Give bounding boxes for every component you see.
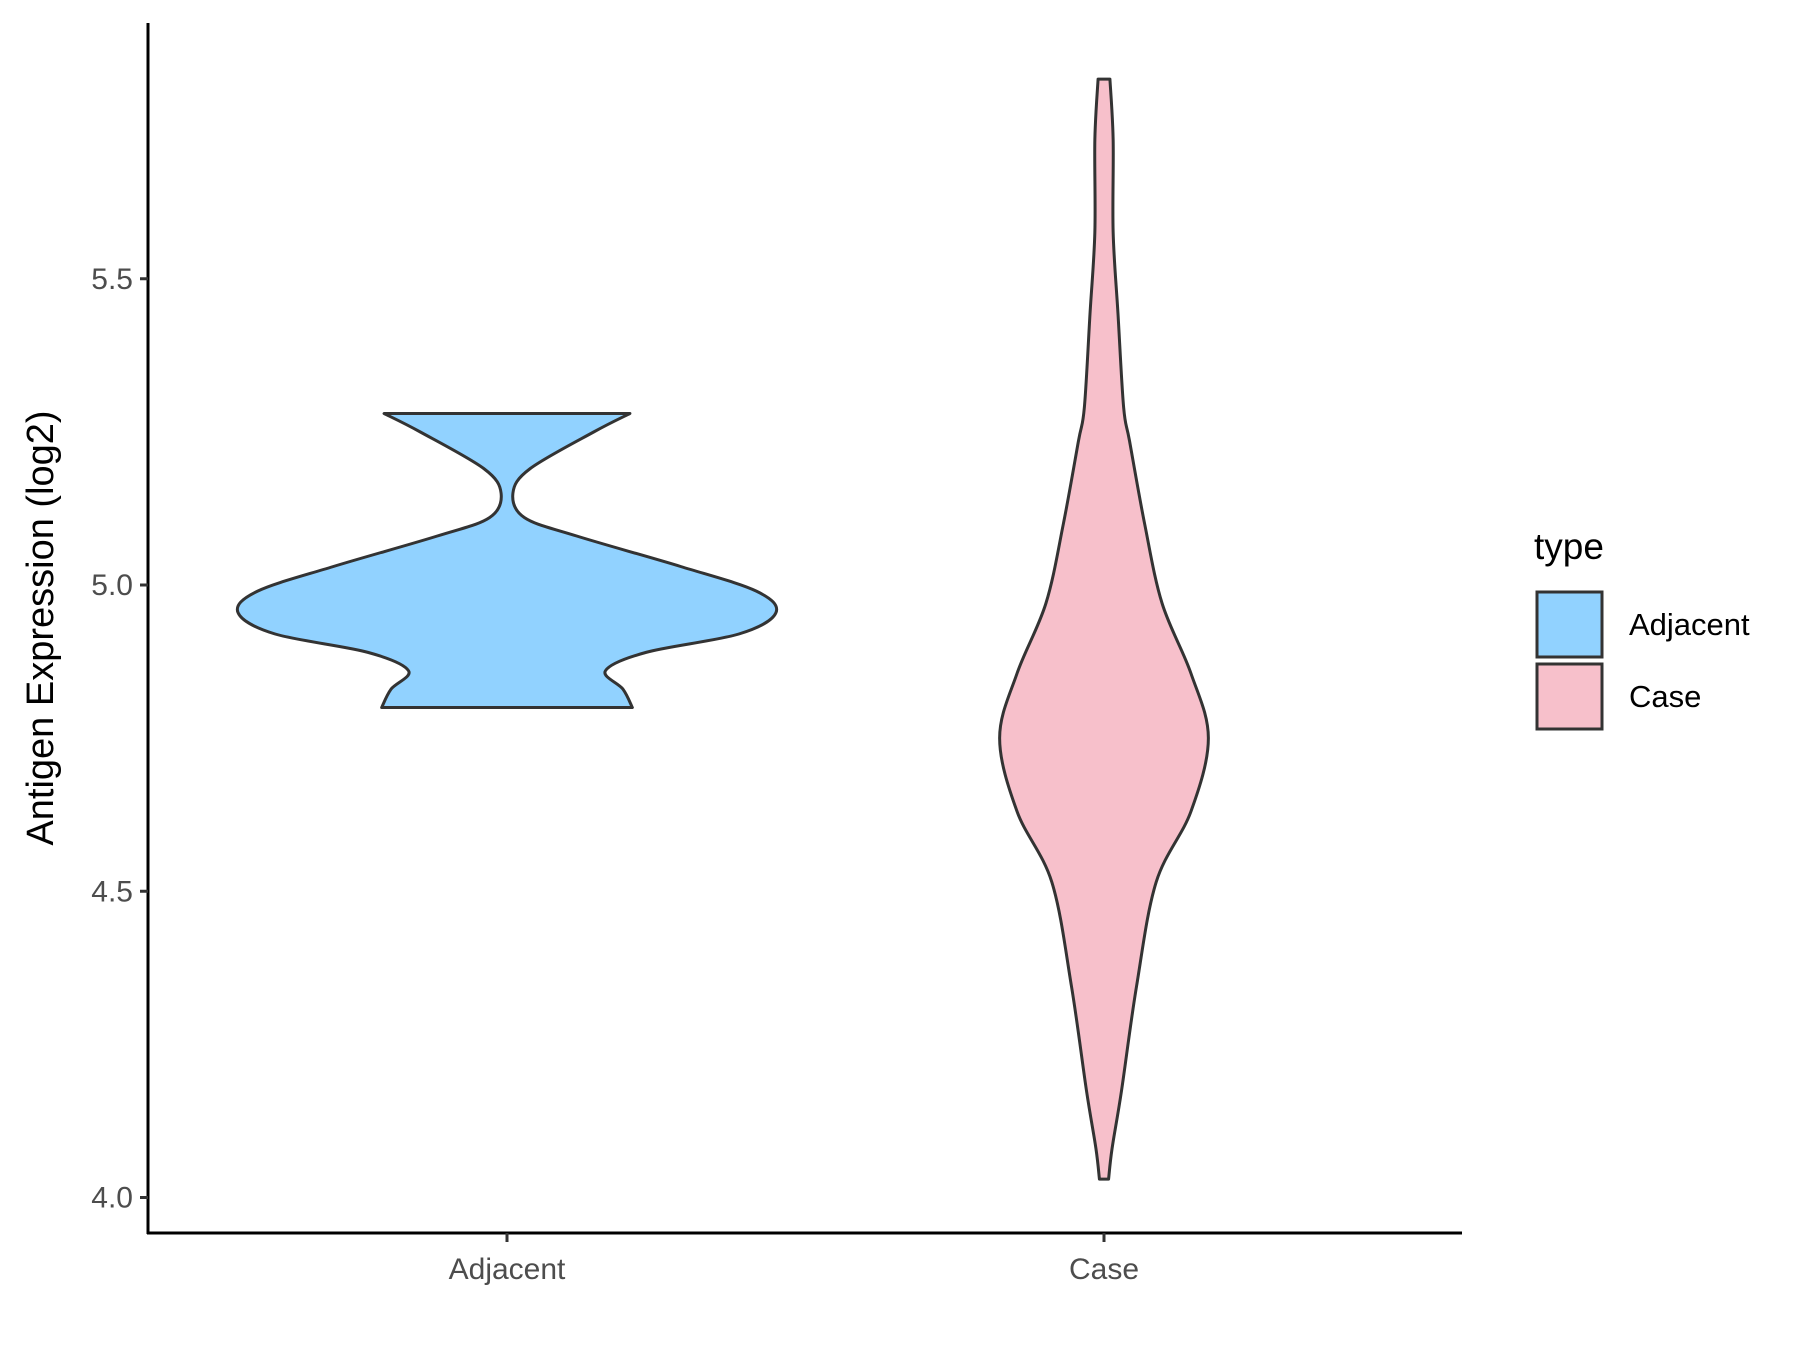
y-tick-label: 4.5 [91,875,133,908]
x-tick-label: Adjacent [449,1253,566,1286]
y-tick-label: 5.0 [91,569,133,602]
legend-title: type [1534,526,1604,567]
legend-key-case [1535,662,1604,731]
y-tick-label: 4.0 [91,1182,133,1215]
y-ticks: 4.0 4.5 5.0 5.5 [91,263,148,1215]
y-axis-title: Antigen Expression (log2) [20,410,62,845]
violin-adjacent [235,412,779,709]
y-tick-label: 5.5 [91,263,133,296]
x-ticks: Adjacent Case [449,1233,1139,1286]
legend-label: Case [1629,679,1701,714]
legend-key-adjacent [1535,590,1604,659]
violins [235,77,1210,1181]
legend-label: Adjacent [1629,607,1750,642]
violin-case [998,77,1210,1181]
x-tick-label: Case [1069,1253,1139,1286]
